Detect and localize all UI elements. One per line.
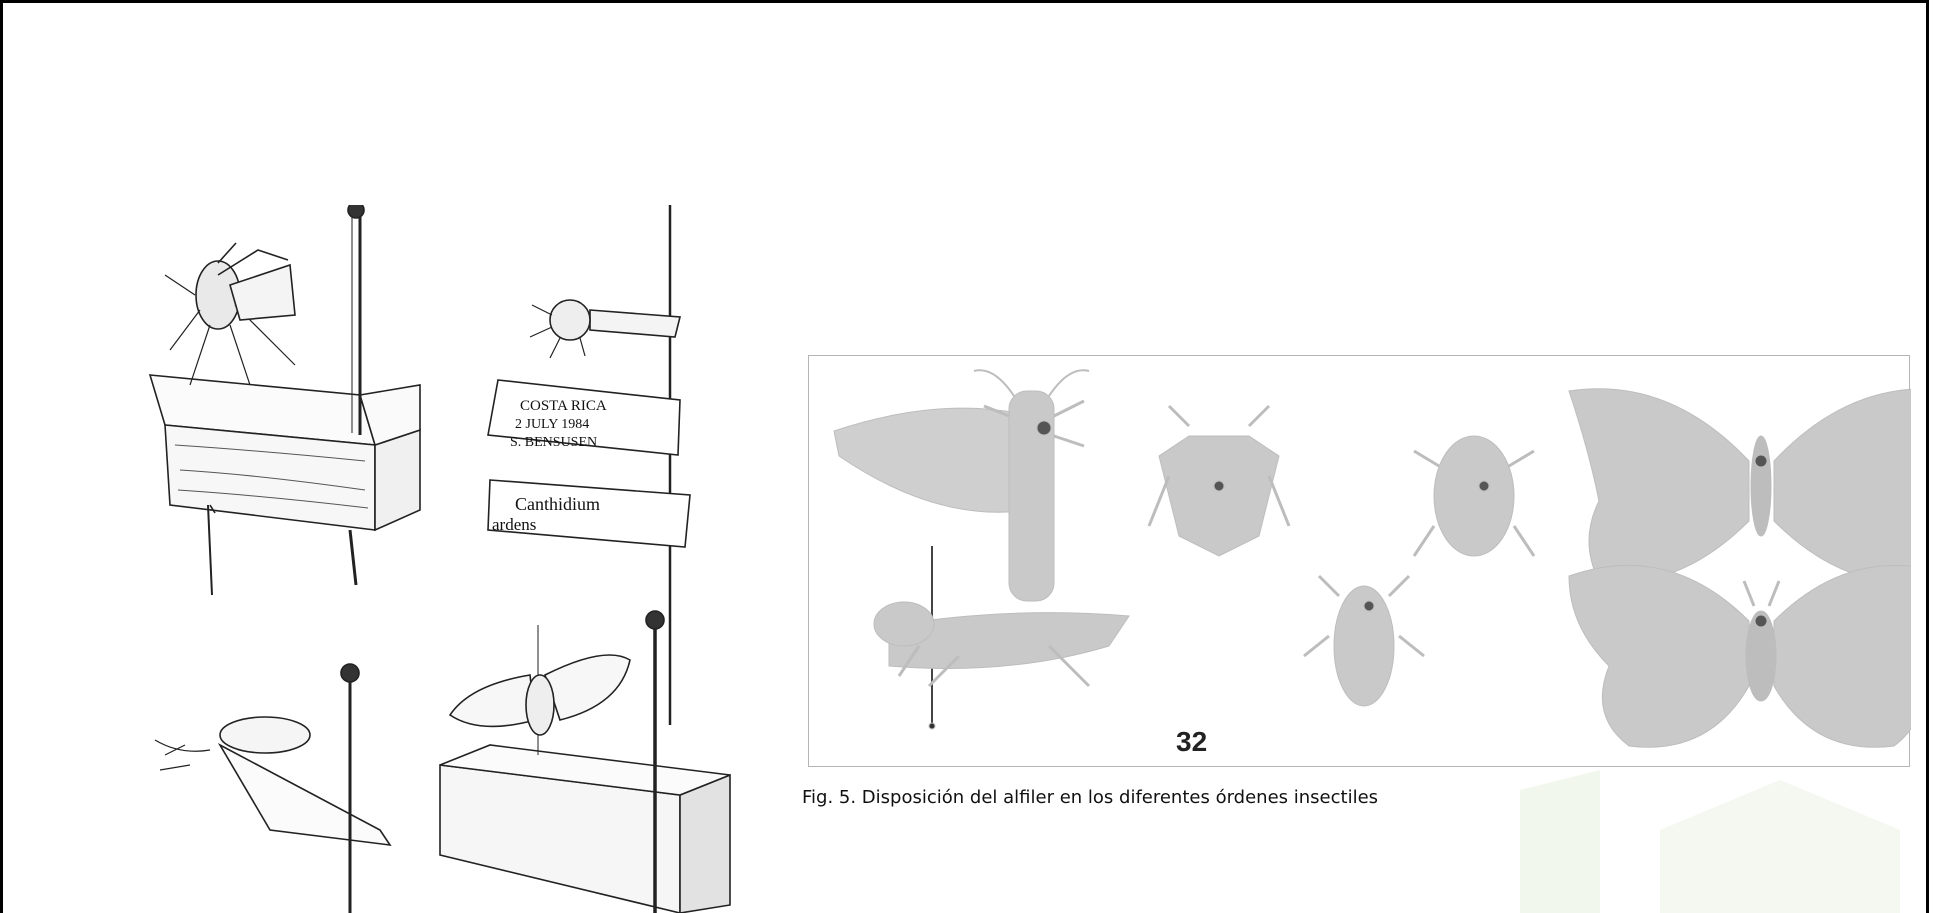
butterfly-icon bbox=[1569, 389, 1911, 583]
plate-number: 32 bbox=[1176, 726, 1207, 758]
moth-icon bbox=[1569, 565, 1911, 747]
pinned-beetle-specimen bbox=[155, 664, 390, 913]
beetle-icon bbox=[1414, 436, 1534, 556]
beetle-icon bbox=[530, 300, 590, 358]
grasshopper-lateral-icon bbox=[874, 602, 1129, 686]
pinning-illustration: COSTA RICA 2 JULY 1984 S. BENSUSEN Canth… bbox=[90, 205, 780, 913]
watermark-logo bbox=[1480, 770, 1900, 913]
stink-bug-icon bbox=[1149, 406, 1289, 556]
mosquito-specimen bbox=[150, 205, 420, 595]
bee-icon bbox=[1304, 576, 1424, 706]
species-label-line-1: Canthidium bbox=[515, 494, 600, 514]
figure-caption: Fig. 5. Disposición del alfiler en los d… bbox=[802, 787, 1378, 808]
labeled-specimen: COSTA RICA 2 JULY 1984 S. BENSUSEN Canth… bbox=[488, 205, 690, 725]
locality-label-line-3: S. BENSUSEN bbox=[510, 435, 597, 450]
locality-label-line-1: COSTA RICA bbox=[520, 398, 607, 414]
locality-label-line-2: 2 JULY 1984 bbox=[515, 417, 589, 432]
moth-icon bbox=[450, 655, 630, 735]
species-label-line-2: ardens bbox=[492, 515, 536, 534]
pinned-moth-specimen bbox=[440, 611, 730, 913]
grasshopper-icon bbox=[834, 370, 1089, 601]
insect-figure-plate: 32 bbox=[808, 355, 1910, 767]
mosquito-icon bbox=[165, 243, 295, 385]
